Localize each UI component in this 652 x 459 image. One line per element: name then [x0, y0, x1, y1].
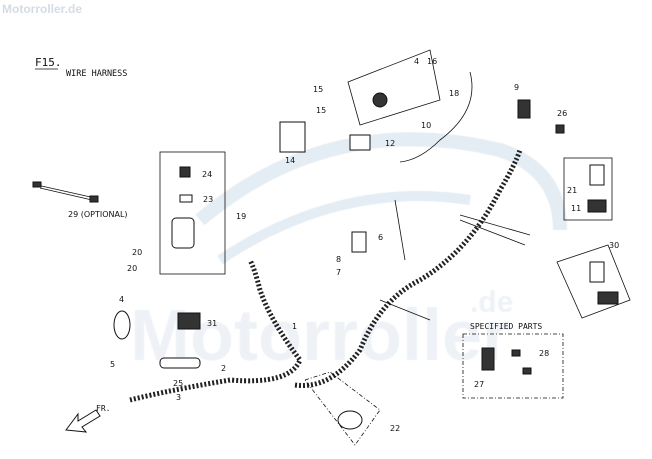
callout-4: 4 — [119, 295, 124, 304]
callout-31: 31 — [207, 319, 217, 328]
callout-16: 16 — [427, 57, 437, 66]
callout-28: 28 — [539, 349, 549, 358]
main-harness — [129, 149, 523, 403]
figure-code: F15. — [35, 56, 62, 69]
ignition-switch-group-box — [159, 151, 226, 275]
front-direction-arrow: FR. — [65, 404, 110, 433]
callout-2: 2 — [221, 364, 226, 373]
callout-21: 21 — [567, 186, 577, 195]
box-30 — [556, 244, 631, 319]
callout-22: 22 — [390, 424, 400, 433]
direction-label: FR. — [96, 404, 110, 413]
figure-title: WIRE HARNESS — [66, 69, 127, 79]
callout-1: 1 — [292, 322, 297, 331]
specified-parts-box — [462, 333, 564, 399]
callout-7: 7 — [336, 268, 341, 277]
callout-4: 4 — [414, 57, 419, 66]
callout-9: 9 — [514, 83, 519, 92]
specified-parts-label: SPECIFIED PARTS — [470, 322, 542, 331]
callout-29-optional: 29 (OPTIONAL) — [68, 210, 128, 219]
callout-6: 6 — [378, 233, 383, 242]
callout-24: 24 — [202, 170, 212, 179]
callout-12: 12 — [385, 139, 395, 148]
watermark-small: Motorroller.de — [2, 2, 82, 16]
callout-26: 26 — [557, 109, 567, 118]
callout-23: 23 — [203, 195, 213, 204]
callout-18: 18 — [449, 89, 459, 98]
callout-10: 10 — [421, 121, 431, 130]
callout-15: 15 — [313, 85, 323, 94]
callout-15: 15 — [316, 106, 326, 115]
callout-14: 14 — [285, 156, 295, 165]
callout-30: 30 — [609, 241, 619, 250]
callout-8: 8 — [336, 255, 341, 264]
callout-5: 5 — [110, 360, 115, 369]
box-21 — [563, 157, 613, 221]
callout-20: 20 — [132, 248, 142, 257]
callout-3: 3 — [176, 393, 181, 402]
callout-19: 19 — [236, 212, 246, 221]
callout-11: 11 — [571, 204, 581, 213]
callout-20: 20 — [127, 264, 137, 273]
callout-25: 25 — [173, 379, 183, 388]
callout-27: 27 — [474, 380, 484, 389]
